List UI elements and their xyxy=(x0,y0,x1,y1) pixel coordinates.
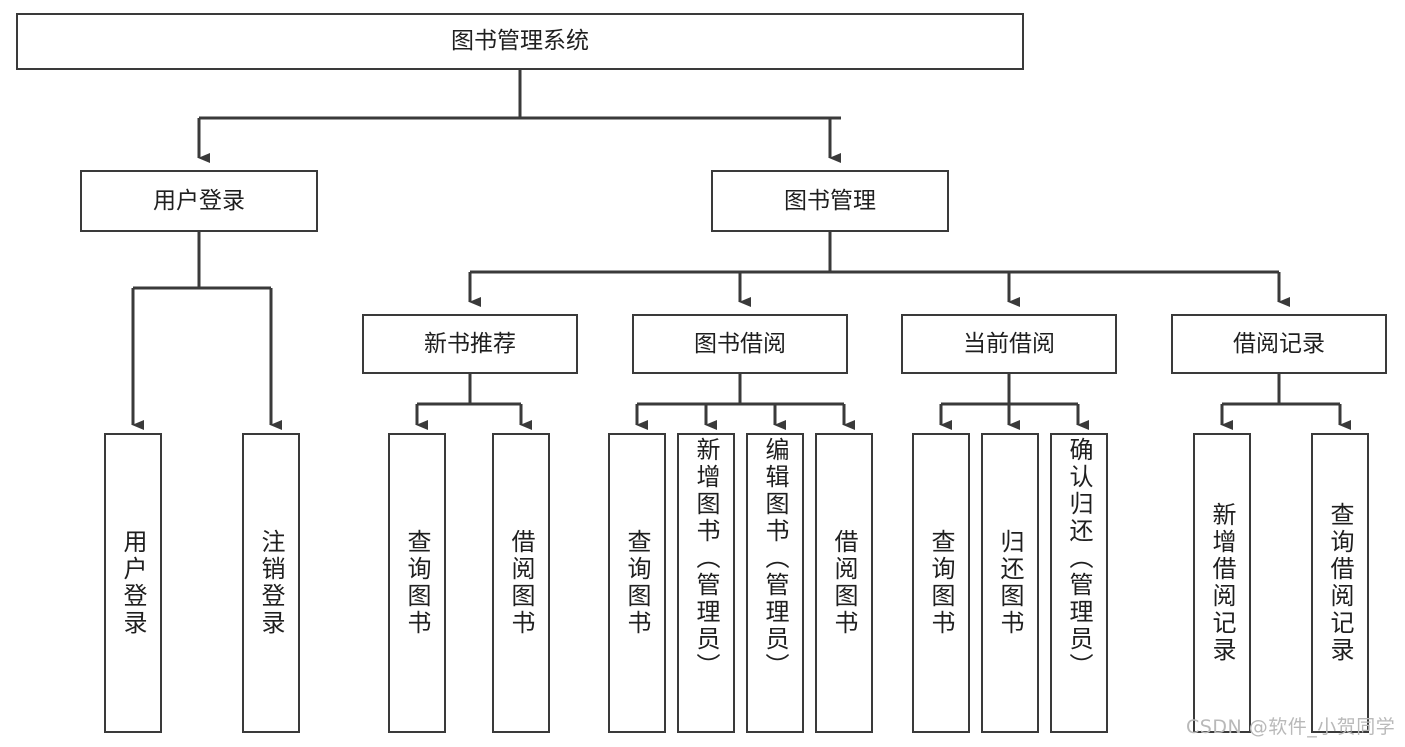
node-current-borrow[interactable]: 当前借阅 xyxy=(901,314,1117,374)
leaf-return-book-label: 归还图书 xyxy=(996,529,1024,637)
leaf-borrow-book-1-label: 借阅图书 xyxy=(507,529,535,637)
leaf-borrow-book-2[interactable]: 借阅图书 xyxy=(815,433,873,733)
node-borrow-record[interactable]: 借阅记录 xyxy=(1171,314,1387,374)
leaf-query-record-label: 查询借阅记录 xyxy=(1326,502,1354,664)
node-book-manage[interactable]: 图书管理 xyxy=(711,170,949,232)
leaf-query-record[interactable]: 查询借阅记录 xyxy=(1311,433,1369,733)
csdn-watermark: CSDN @软件_小贺同学 xyxy=(1186,716,1396,738)
leaf-user-logout-label: 注销登录 xyxy=(257,529,285,637)
leaf-user-login[interactable]: 用户登录 xyxy=(104,433,162,733)
node-current-borrow-label: 当前借阅 xyxy=(963,330,1055,357)
node-new-book-recommend[interactable]: 新书推荐 xyxy=(362,314,578,374)
leaf-query-book-1[interactable]: 查询图书 xyxy=(388,433,446,733)
leaf-query-book-2[interactable]: 查询图书 xyxy=(608,433,666,733)
leaf-user-login-label: 用户登录 xyxy=(119,529,147,637)
leaf-add-book-label: 新增图书（管理员） xyxy=(692,437,720,680)
leaf-confirm-return[interactable]: 确认归还（管理员） xyxy=(1050,433,1108,733)
node-book-manage-label: 图书管理 xyxy=(784,187,876,214)
node-borrow-record-label: 借阅记录 xyxy=(1233,330,1325,357)
leaf-query-book-2-label: 查询图书 xyxy=(623,529,651,637)
node-user-login-label: 用户登录 xyxy=(153,187,245,214)
leaf-add-record-label: 新增借阅记录 xyxy=(1208,502,1236,664)
leaf-edit-book[interactable]: 编辑图书（管理员） xyxy=(746,433,804,733)
leaf-user-logout[interactable]: 注销登录 xyxy=(242,433,300,733)
node-book-borrow-label: 图书借阅 xyxy=(694,330,786,357)
leaf-add-book[interactable]: 新增图书（管理员） xyxy=(677,433,735,733)
leaf-query-book-1-label: 查询图书 xyxy=(403,529,431,637)
leaf-return-book[interactable]: 归还图书 xyxy=(981,433,1039,733)
node-user-login[interactable]: 用户登录 xyxy=(80,170,318,232)
leaf-edit-book-label: 编辑图书（管理员） xyxy=(761,437,789,680)
node-new-book-recommend-label: 新书推荐 xyxy=(424,330,516,357)
leaf-borrow-book-1[interactable]: 借阅图书 xyxy=(492,433,550,733)
leaf-query-book-3[interactable]: 查询图书 xyxy=(912,433,970,733)
leaf-add-record[interactable]: 新增借阅记录 xyxy=(1193,433,1251,733)
node-book-borrow[interactable]: 图书借阅 xyxy=(632,314,848,374)
leaf-borrow-book-2-label: 借阅图书 xyxy=(830,529,858,637)
node-root[interactable]: 图书管理系统 xyxy=(16,13,1024,70)
leaf-query-book-3-label: 查询图书 xyxy=(927,529,955,637)
node-root-label: 图书管理系统 xyxy=(451,28,589,55)
leaf-confirm-return-label: 确认归还（管理员） xyxy=(1065,437,1093,680)
